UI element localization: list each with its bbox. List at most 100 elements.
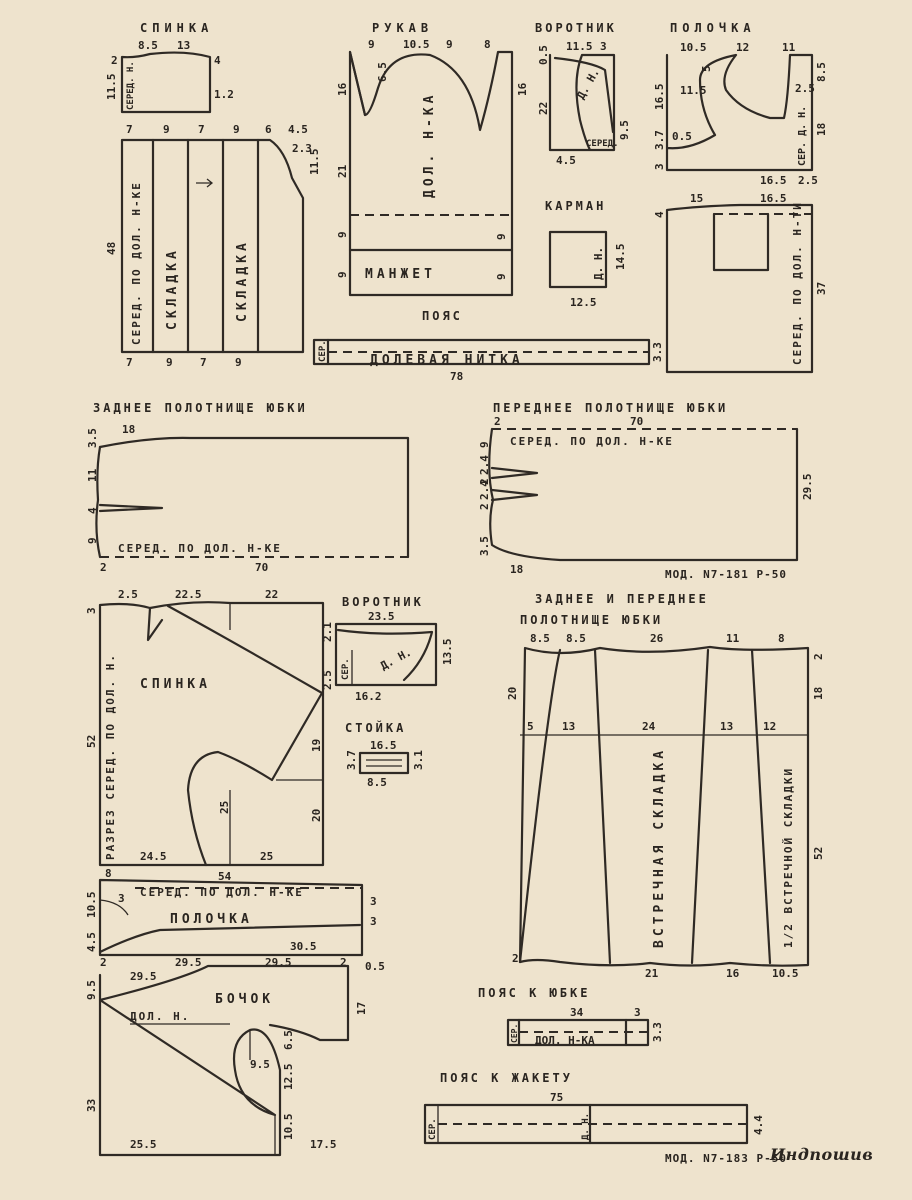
dim: 11.5 <box>308 149 321 176</box>
dim: 2.5 <box>795 82 815 95</box>
pleat-label: СКЛАДКА <box>235 239 250 322</box>
dim: 8.5 <box>367 776 387 789</box>
dim: 4 <box>214 54 221 67</box>
dim: 2.4 <box>478 480 491 500</box>
dim: 78 <box>450 370 463 383</box>
dim: 9 <box>336 271 349 278</box>
dim: 9 <box>478 441 491 448</box>
dim: 6.5 <box>282 1030 295 1050</box>
skirt1-front-panel <box>488 427 799 562</box>
dim: 11.5 <box>680 84 707 97</box>
dim: 9 <box>446 38 453 51</box>
dim: 16.5 <box>370 739 397 752</box>
dim: 26 <box>650 632 664 645</box>
dim: 3.3 <box>651 342 664 362</box>
dim: 2.5 <box>798 174 818 187</box>
dim: 29.5 <box>130 970 157 983</box>
front-yoke <box>665 53 814 172</box>
dim: 3 <box>634 1006 641 1019</box>
dim: 5 <box>700 65 713 72</box>
dim: 25 <box>218 801 231 814</box>
skirt-belt-title: ПОЯС К ЮБКЕ <box>478 986 590 1000</box>
dim: 11 <box>726 632 740 645</box>
skirt-belt-grain-label: ДОЛ. Н-КА <box>535 1034 595 1047</box>
skirt1-back-center-label: СЕРЕД. ПО ДОЛ. Н-КЕ <box>118 542 282 555</box>
dim: 11.5 <box>105 74 118 101</box>
front-lower <box>665 203 814 374</box>
dim: 54 <box>218 870 232 883</box>
collar1-piece <box>548 53 616 152</box>
dim: 13.5 <box>441 639 454 666</box>
sleeve-piece <box>348 50 514 297</box>
stand-title: СТОЙКА <box>345 720 406 735</box>
belt-center-label: СЕР. <box>318 340 328 362</box>
dim: 7 <box>198 123 205 136</box>
skirt1-front-title: ПЕРЕДНЕЕ ПОЛОТНИЩЕ ЮБКИ <box>493 401 728 415</box>
jacket2-collar-piece <box>334 622 438 687</box>
dim: 37 <box>815 282 828 295</box>
dim: 8 <box>484 38 491 51</box>
dim: 4 <box>653 211 666 218</box>
jacket-belt-center-label: СЕР. <box>428 1118 438 1140</box>
dim: 1.2 <box>214 88 234 101</box>
dim: 16 <box>516 82 529 96</box>
dim: 22.5 <box>175 588 202 601</box>
dim: 9 <box>163 123 170 136</box>
dim: 48 <box>105 242 118 255</box>
skirt2-title-line1: ЗАДНЕЕ И ПЕРЕДНЕЕ <box>535 592 709 606</box>
dim: 25 <box>260 850 273 863</box>
dim: 10.5 <box>282 1114 295 1141</box>
dim: 9 <box>368 38 375 51</box>
dim: 7 <box>126 356 133 369</box>
dim: 18 <box>510 563 523 576</box>
pocket-piece <box>548 230 608 289</box>
dim: 4.4 <box>752 1115 765 1135</box>
dim: 2 <box>512 952 519 965</box>
jacket2-back-center-label: РАЗРЕЗ СЕРЕД. ПО ДОЛ. Н. <box>104 653 117 860</box>
jacket-belt-grain-label: Д. Н. <box>581 1113 591 1140</box>
dim: 17.5 <box>310 1138 337 1151</box>
dim: 11 <box>86 468 99 482</box>
dim: 22 <box>265 588 278 601</box>
dim: 2 <box>111 54 118 67</box>
dim: 3.1 <box>412 750 425 770</box>
dim: 11.5 <box>566 40 593 53</box>
dim: 2.5 <box>321 670 334 690</box>
dim: 52 <box>85 735 98 748</box>
jacket-belt-title: ПОЯС К ЖАКЕТУ <box>440 1071 573 1085</box>
dim: 9.5 <box>85 980 98 1000</box>
dim: 70 <box>255 561 268 574</box>
dim: 3 <box>370 895 377 908</box>
dim: 29.5 <box>801 474 814 501</box>
dim: 12.5 <box>570 296 597 309</box>
skirt2-title-line2: ПОЛОТНИЩЕ ЮБКИ <box>520 613 663 627</box>
dim: 18 <box>815 123 828 136</box>
dim: 10.5 <box>680 41 707 54</box>
dim: 5 <box>527 720 534 733</box>
jacket2-back-title: СПИНКА <box>140 677 211 692</box>
dim: 0.5 <box>365 960 385 973</box>
dim: 52 <box>812 847 825 860</box>
dim: 2 <box>478 478 491 485</box>
belt-grain-label: ДОЛЕВАЯ НИТКА <box>370 353 524 368</box>
dim: 3 <box>118 892 125 905</box>
dim: 33 <box>85 1099 98 1112</box>
dim: 8 <box>778 632 785 645</box>
dim: 3.7 <box>345 750 358 770</box>
jacket2-front-title: ПОЛОЧКА <box>170 912 253 927</box>
skirt1-front-center-label: СЕРЕД. ПО ДОЛ. Н-КЕ <box>510 435 674 448</box>
side-panel-grain-label: ДОЛ. Н. <box>130 1010 190 1023</box>
jacket2-front-piece <box>98 878 364 957</box>
dim: 2 <box>478 503 491 510</box>
dim: 24.5 <box>140 850 167 863</box>
dim: 25.5 <box>130 1138 157 1151</box>
stand-piece <box>358 751 410 775</box>
jacket2-collar-title: ВОРОТНИК <box>342 595 424 609</box>
dim: 4.5 <box>85 932 98 952</box>
dim: 12 <box>763 720 776 733</box>
dim: 4.5 <box>556 154 576 167</box>
dim: 24 <box>642 720 656 733</box>
dim: 3 <box>600 40 607 53</box>
